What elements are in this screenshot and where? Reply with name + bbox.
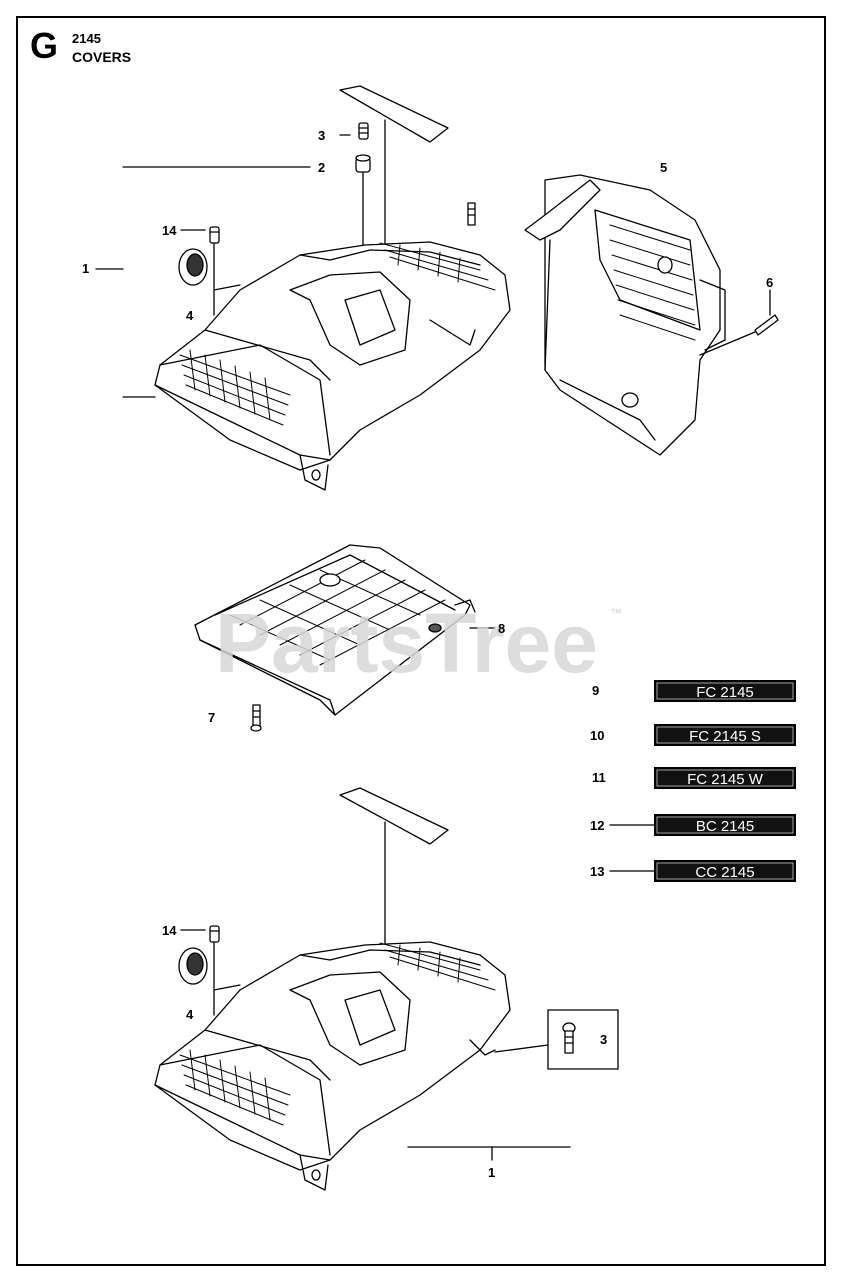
page-frame xyxy=(16,16,826,1266)
screw-part-3-box xyxy=(562,1022,576,1054)
screw-part-6 xyxy=(754,314,779,336)
decal-item: 10 FC 2145 S xyxy=(590,724,796,746)
decal-label: CC 2145 xyxy=(695,864,754,881)
screw-part-3-top xyxy=(358,122,369,140)
top-cover-part-1 xyxy=(154,241,511,491)
decal-label: FC 2145 xyxy=(696,684,754,701)
section-title: COVERS xyxy=(72,49,132,65)
callout-4-top: 4 xyxy=(186,308,194,323)
callout-4-bottom: 4 xyxy=(186,1007,194,1022)
section-letter: G xyxy=(30,25,59,66)
model-number: 2145 xyxy=(72,31,101,46)
decal-strip-bottom xyxy=(339,787,449,845)
grommet-part-4-bottom xyxy=(178,947,208,985)
decal-label: FC 2145 S xyxy=(689,728,761,745)
detail-box-part-3 xyxy=(547,1009,619,1070)
decal-item: 11 FC 2145 W xyxy=(592,767,796,789)
callout-1-bottom: 1 xyxy=(488,1165,495,1180)
callout-3-top: 3 xyxy=(318,128,325,143)
screw-part-14-top xyxy=(209,226,220,244)
grommet-part-4-top xyxy=(178,248,208,286)
decal-ref: 12 xyxy=(590,818,604,833)
decal-strip-top xyxy=(339,85,449,143)
callout-14-top: 14 xyxy=(162,223,177,238)
watermark: PartsTree xyxy=(215,596,598,690)
decal-item: 12 BC 2145 xyxy=(590,814,796,836)
decal-ref: 10 xyxy=(590,728,604,743)
decal-item: 9 FC 2145 xyxy=(592,680,796,702)
decal-ref: 9 xyxy=(592,683,599,698)
callout-1-top: 1 xyxy=(82,261,89,276)
watermark-trademark: ™ xyxy=(610,606,622,620)
callout-6: 6 xyxy=(766,275,773,290)
decal-ref: 13 xyxy=(590,864,604,879)
decal-list: 9 FC 2145 10 FC 2145 S 11 FC 2145 W 12 B… xyxy=(590,680,796,882)
callout-7: 7 xyxy=(208,710,215,725)
base-plate-part-8 xyxy=(194,544,476,716)
screw-part-7 xyxy=(250,704,262,732)
callout-3-box: 3 xyxy=(600,1032,607,1047)
bottom-cover-part-1 xyxy=(154,941,511,1191)
decal-label: BC 2145 xyxy=(696,818,754,835)
callout-5: 5 xyxy=(660,160,667,175)
rear-cover-part-5 xyxy=(524,174,726,456)
small-fastener-top xyxy=(467,202,476,226)
decal-item: 13 CC 2145 xyxy=(590,860,796,882)
spacer-part-2 xyxy=(355,154,371,173)
callout-2: 2 xyxy=(318,160,325,175)
decal-ref: 11 xyxy=(592,770,606,785)
screw-part-14-bottom xyxy=(209,925,220,943)
callout-8: 8 xyxy=(498,621,505,636)
decal-label: FC 2145 W xyxy=(687,771,764,788)
callout-14-bottom: 14 xyxy=(162,923,177,938)
